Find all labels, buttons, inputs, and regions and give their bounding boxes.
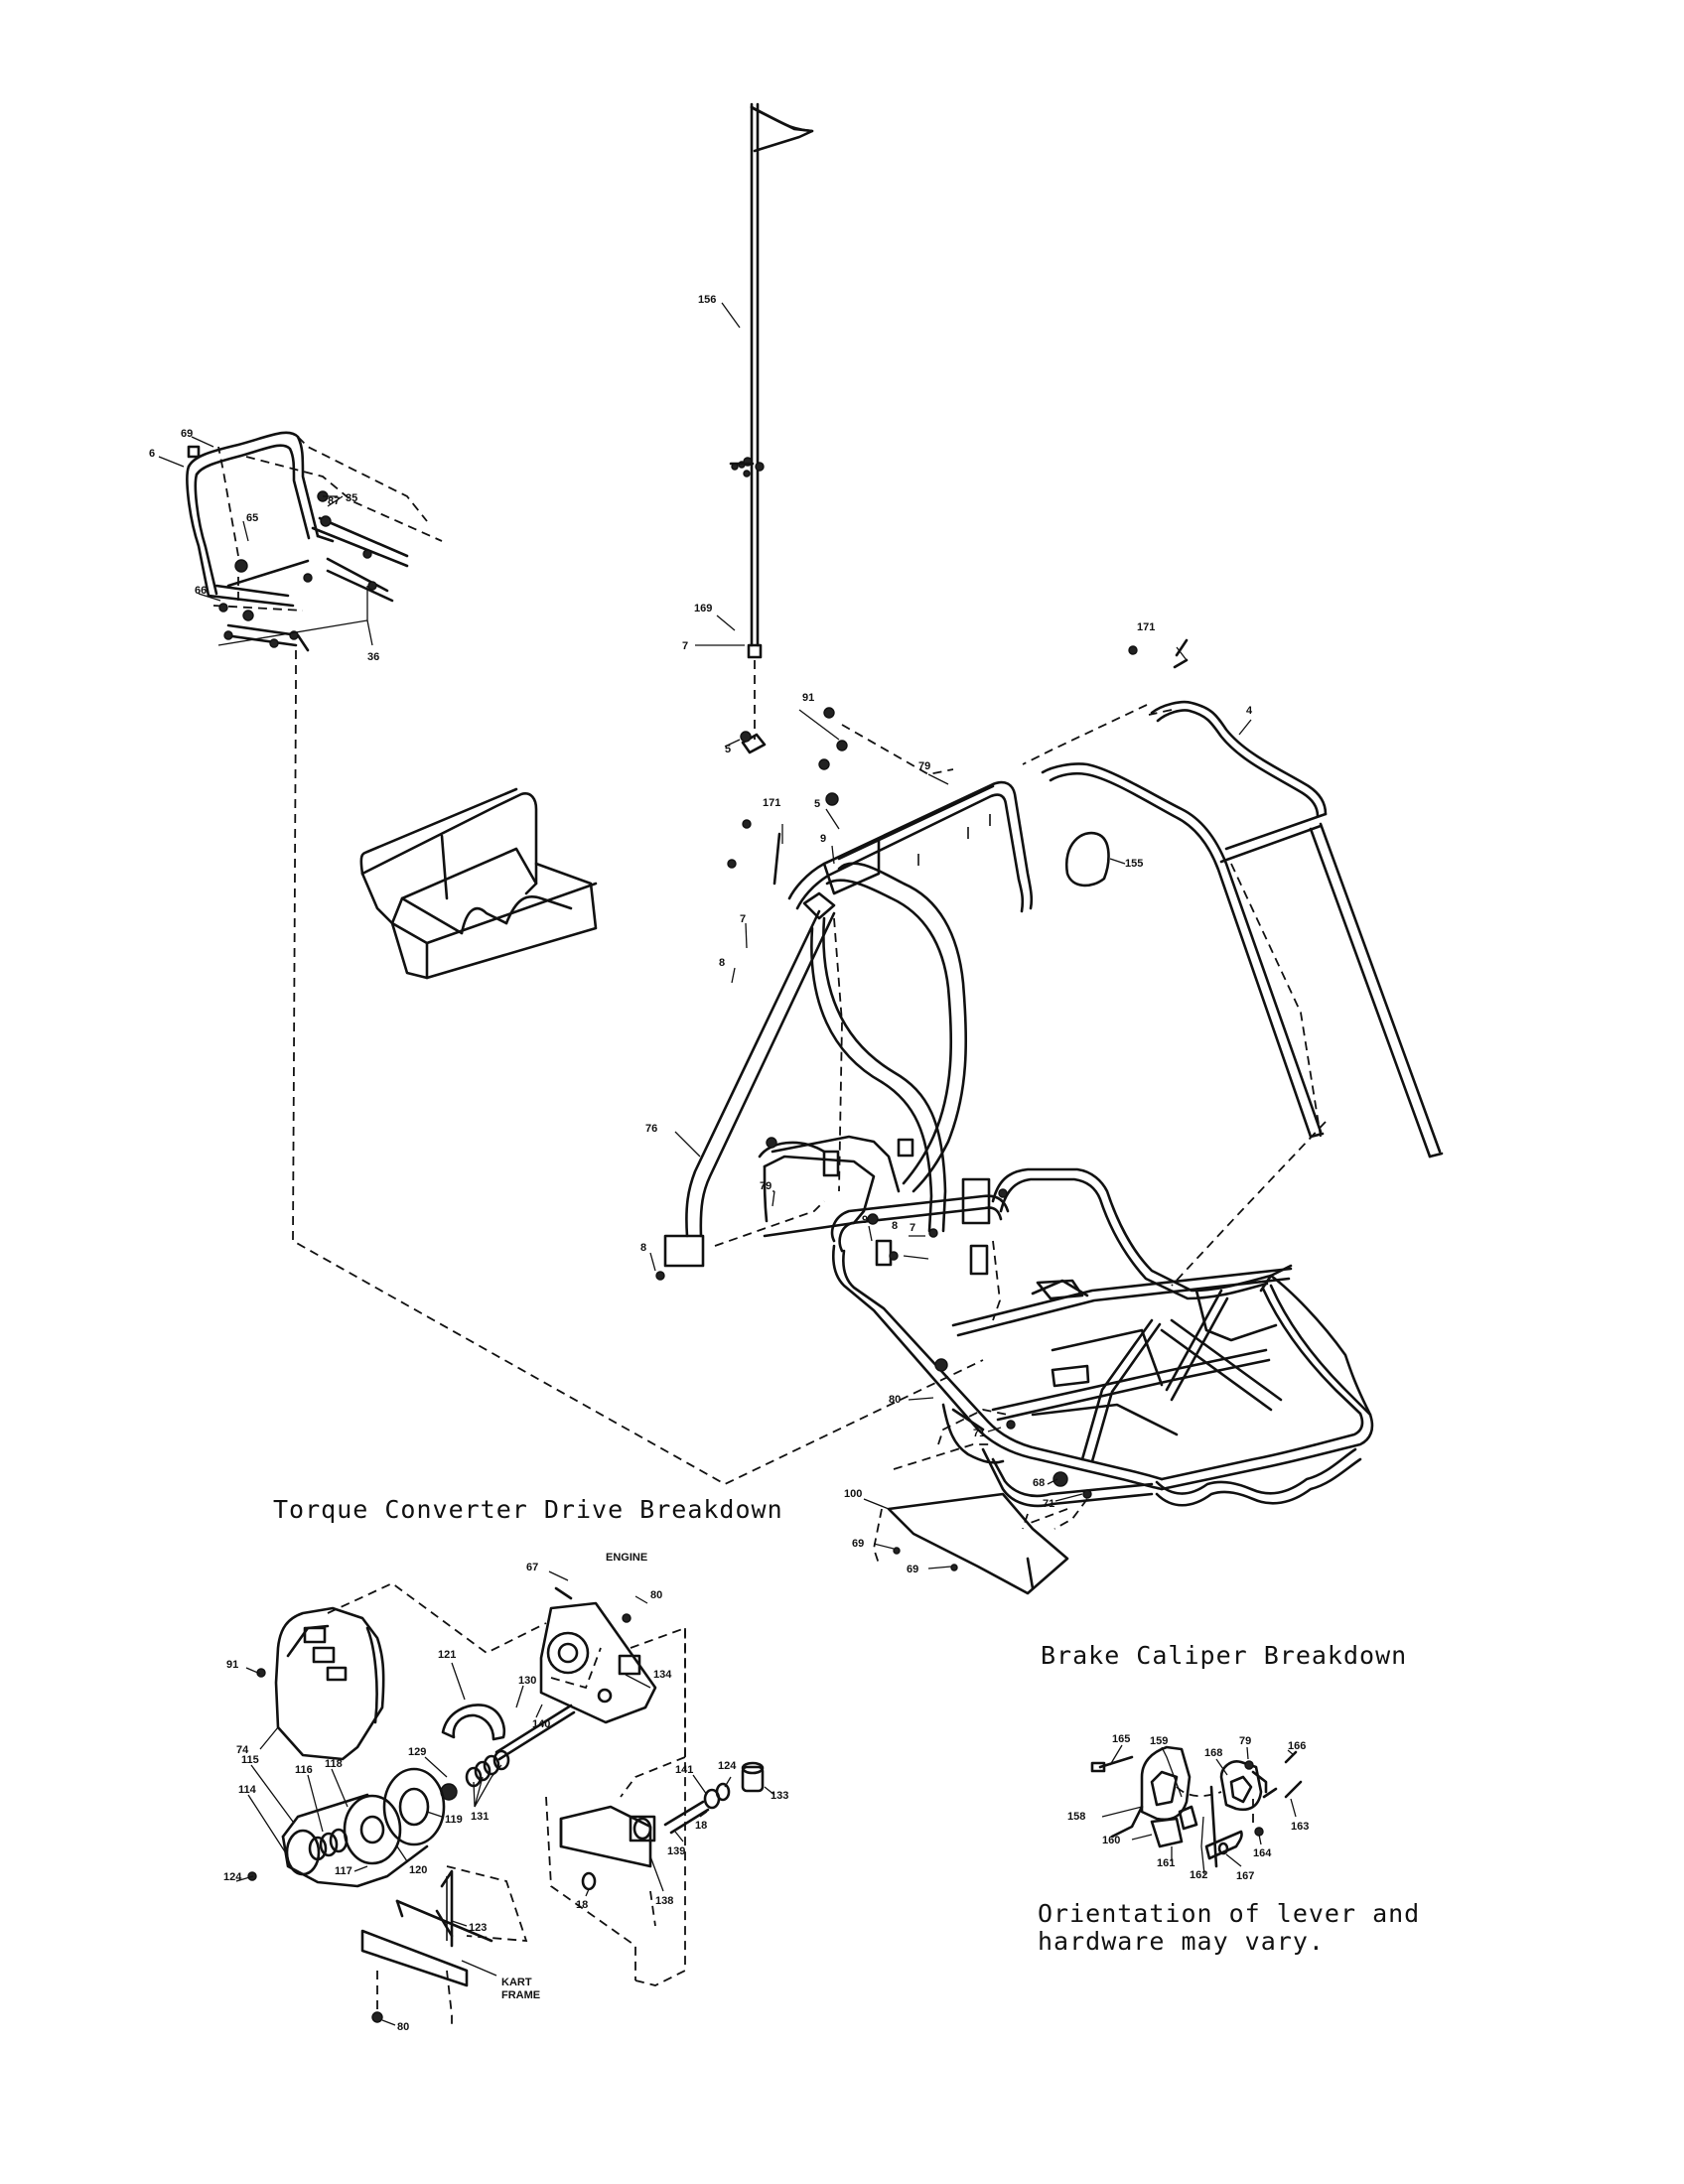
- callout: 80: [889, 1394, 901, 1406]
- callout: 68: [1033, 1477, 1045, 1489]
- callout: 87: [328, 495, 340, 507]
- callout: 130: [518, 1675, 536, 1687]
- callout: 80: [650, 1589, 662, 1601]
- callout: 8: [719, 957, 725, 969]
- callout: 7: [740, 913, 746, 925]
- torque-converter-caption: Torque Converter Drive Breakdown: [273, 1495, 783, 1524]
- callout: 74: [236, 1744, 249, 1756]
- callout: 165: [1112, 1733, 1130, 1745]
- orientation-note-line2: hardware may vary.: [1038, 1927, 1325, 1956]
- callout: 171: [1137, 621, 1155, 633]
- torque-converter-breakdown: [247, 1581, 765, 2025]
- callout: 5: [725, 744, 731, 755]
- kart-frame: [758, 862, 1374, 1508]
- callout: 167: [1236, 1870, 1254, 1882]
- callout: 129: [408, 1746, 426, 1758]
- callout: 4: [1246, 705, 1253, 717]
- callout: 18: [576, 1899, 588, 1911]
- callout: 119: [445, 1814, 463, 1826]
- callout: 100: [844, 1488, 862, 1500]
- callout: 156: [698, 294, 716, 306]
- callout: 91: [226, 1659, 238, 1671]
- callout: 9: [862, 1214, 868, 1226]
- seat: [359, 787, 598, 980]
- callout: 71: [1043, 1498, 1054, 1510]
- callout-labels: 156 169 7 5 171 91 4 79 5 171 9 155 7 8 …: [149, 294, 1309, 2033]
- callout: 69: [852, 1538, 864, 1550]
- callout: 76: [645, 1123, 657, 1135]
- callout: 114: [238, 1784, 257, 1796]
- callout: 139: [667, 1845, 685, 1857]
- brake-caliper-caption: Brake Caliper Breakdown: [1041, 1641, 1408, 1670]
- seat-frame: [186, 431, 409, 652]
- callout: 35: [346, 492, 357, 504]
- callout: 9: [820, 833, 826, 845]
- leader-lines: [158, 302, 1297, 2026]
- callout: 159: [1150, 1735, 1168, 1747]
- callout: 164: [1253, 1847, 1272, 1859]
- callout: 91: [802, 692, 814, 704]
- callout: 171: [763, 797, 780, 809]
- callout: 6: [149, 448, 155, 460]
- callout: 36: [367, 651, 379, 663]
- callout: 134: [653, 1669, 672, 1681]
- callout: 8: [892, 1220, 898, 1232]
- callout: 67: [526, 1562, 538, 1573]
- callout: 138: [655, 1895, 673, 1907]
- callout: 117: [335, 1865, 352, 1877]
- callout: 79: [1239, 1735, 1251, 1747]
- callout: 7: [682, 640, 688, 652]
- callout: 80: [397, 2021, 409, 2033]
- callout: 79: [760, 1180, 772, 1192]
- callout: KART: [501, 1977, 532, 1988]
- callout: 133: [771, 1790, 788, 1802]
- callout: 79: [918, 760, 930, 772]
- callout: 69: [181, 428, 193, 440]
- callout: 162: [1190, 1869, 1207, 1881]
- callout: 18: [695, 1820, 707, 1832]
- safety-flag: [747, 102, 814, 659]
- callout: 160: [1102, 1835, 1120, 1846]
- seat-belt-strap: [663, 891, 947, 1268]
- callout: 161: [1157, 1857, 1175, 1869]
- callout: 115: [241, 1754, 259, 1766]
- callout: 124: [223, 1871, 242, 1883]
- callout: 124: [718, 1760, 737, 1772]
- callout: 120: [409, 1864, 427, 1876]
- callout: 140: [532, 1718, 550, 1730]
- callout: 141: [675, 1764, 693, 1776]
- callout: 169: [694, 603, 712, 614]
- skid-plate: [887, 1492, 1069, 1595]
- callout: 5: [814, 798, 820, 810]
- callout: 71: [973, 1428, 985, 1439]
- callout: 168: [1204, 1747, 1222, 1759]
- brake-caliper-breakdown: [1090, 1745, 1303, 1868]
- callout: 121: [438, 1649, 456, 1661]
- callout: 158: [1067, 1811, 1085, 1823]
- callout: 66: [195, 585, 207, 597]
- callout: 131: [471, 1811, 489, 1823]
- orientation-note-line1: Orientation of lever and: [1038, 1899, 1421, 1928]
- headrest: [1064, 831, 1110, 887]
- seat-back-hoop: [787, 780, 1034, 913]
- callout: 155: [1125, 858, 1143, 870]
- callout: ENGINE: [606, 1552, 647, 1564]
- callout: 163: [1291, 1821, 1309, 1833]
- callout: FRAME: [501, 1989, 540, 2001]
- roll-cage: [1041, 700, 1444, 1159]
- callout: 69: [907, 1564, 918, 1575]
- callout: 7: [910, 1222, 915, 1234]
- callout: 8: [640, 1242, 646, 1254]
- callout: 118: [325, 1758, 343, 1770]
- callout: 123: [469, 1922, 487, 1934]
- callout: 65: [246, 512, 258, 524]
- callout: 116: [295, 1764, 313, 1776]
- callout: 166: [1288, 1740, 1306, 1752]
